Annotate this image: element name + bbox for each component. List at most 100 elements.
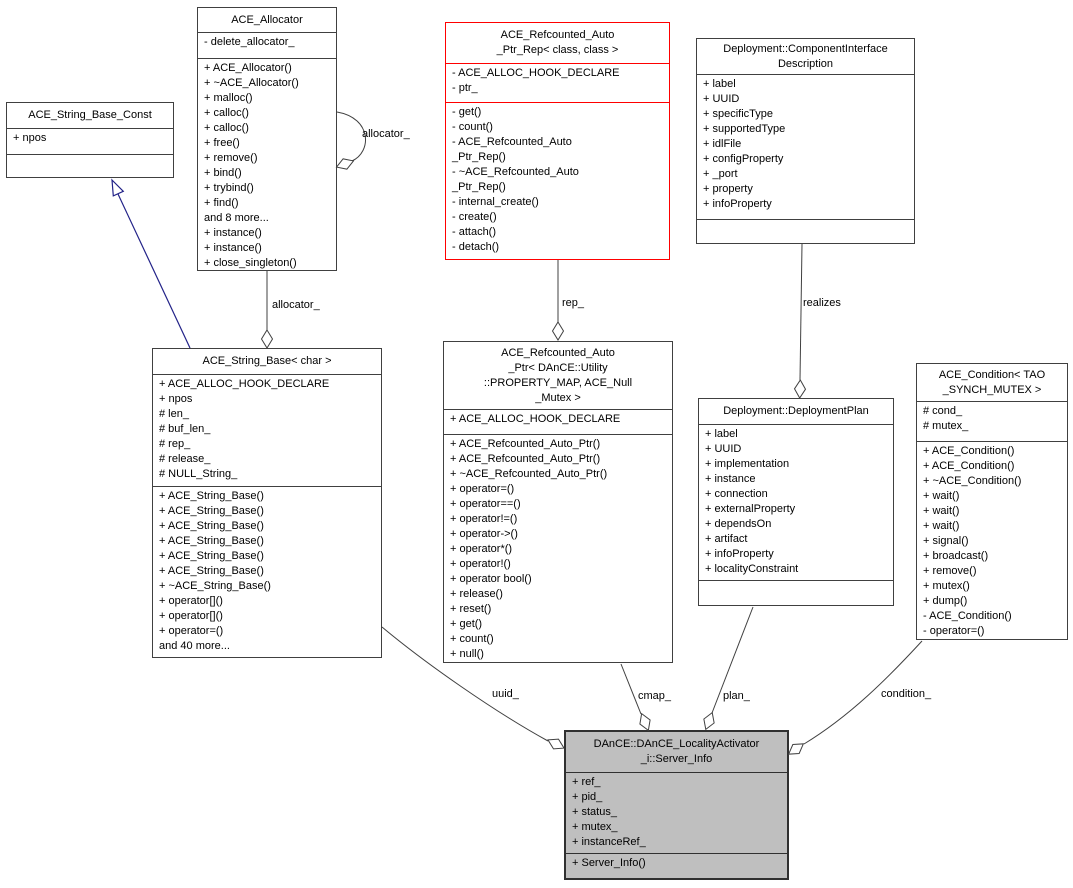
member-row: + status_: [572, 806, 617, 818]
member-row: + pid_: [572, 791, 603, 803]
member-row: + calloc(): [204, 122, 249, 134]
class-title-line: ACE_Condition< TAO: [938, 368, 1046, 381]
member-row: + signal(): [923, 535, 969, 547]
class-box-ace-string-base[interactable]: ACE_String_Base< char > + ACE_ALLOC_HOOK…: [152, 348, 382, 658]
member-row: + reset(): [450, 603, 492, 615]
member-row: + free(): [204, 137, 240, 149]
edge-label-plan: plan_: [723, 690, 750, 702]
member-row: + ACE_Allocator(): [204, 62, 292, 74]
member-row: + artifact: [705, 533, 748, 545]
class-attributes: + label+ UUID+ implementation+ instance+…: [699, 424, 893, 580]
member-row: + npos: [13, 132, 47, 144]
member-row: + instance: [705, 473, 756, 485]
class-methods: [699, 580, 893, 605]
aggregation-diamond-icon: [793, 379, 807, 399]
class-title-line: ACE_Refcounted_Auto: [500, 29, 615, 41]
member-row: + operator[](): [159, 610, 223, 622]
class-title-line: _i::Server_Info: [640, 753, 713, 765]
member-row: + ~ACE_Refcounted_Auto_Ptr(): [450, 468, 608, 480]
member-row: + mutex(): [923, 580, 970, 592]
class-box-deployment-plan[interactable]: Deployment::DeploymentPlan + label+ UUID…: [698, 398, 894, 606]
class-box-ace-string-base-const[interactable]: ACE_String_Base_Const + npos: [6, 102, 174, 178]
class-title-line: _SYNCH_MUTEX >: [942, 383, 1042, 396]
class-title-line: DAnCE::DAnCE_LocalityActivator: [593, 738, 760, 750]
member-row: + UUID: [705, 443, 742, 455]
member-row: + UUID: [703, 93, 740, 105]
member-row: + remove(): [923, 565, 977, 577]
member-row: + count(): [450, 633, 494, 645]
member-row: + broadcast(): [923, 550, 989, 562]
member-row: + dump(): [923, 595, 968, 607]
edge-realizes: [799, 243, 803, 381]
class-box-ace-condition[interactable]: ACE_Condition< TAO _SYNCH_MUTEX > # cond_…: [916, 363, 1068, 640]
member-row: + ACE_ALLOC_HOOK_DECLARE: [159, 378, 330, 390]
member-row: # mutex_: [923, 420, 969, 432]
class-title: ACE_String_Base_Const: [7, 103, 173, 128]
member-row: + ~ACE_String_Base(): [159, 580, 271, 592]
class-attributes: + label+ UUID+ specificType+ supportedTy…: [697, 74, 914, 219]
member-row: - create(): [452, 211, 497, 223]
member-row: - ACE_ALLOC_HOOK_DECLARE: [452, 67, 620, 79]
member-row: - ~ACE_Refcounted_Auto: [452, 166, 579, 178]
member-row: + remove(): [204, 152, 258, 164]
member-row: + ACE_String_Base(): [159, 535, 264, 547]
class-box-server-info[interactable]: DAnCE::DAnCE_LocalityActivator_i::Server…: [564, 730, 789, 880]
member-row: # len_: [159, 408, 189, 420]
member-row: # NULL_String_: [159, 468, 238, 480]
class-box-ace-refcounted-auto-ptr[interactable]: ACE_Refcounted_Auto_Ptr< DAnCE::Utility:…: [443, 341, 673, 663]
member-row: + operator==(): [450, 498, 521, 510]
aggregation-diamond-icon: [260, 329, 274, 349]
member-row: + close_singleton(): [204, 257, 297, 269]
member-row: + specificType: [703, 108, 774, 120]
member-row: - operator=(): [923, 625, 985, 637]
member-row: - count(): [452, 121, 493, 133]
inheritance-edge: [117, 193, 191, 349]
member-row: + get(): [450, 618, 483, 630]
class-title-line: _Ptr_Rep< class, class >: [496, 44, 619, 56]
member-row: + ACE_String_Base(): [159, 550, 264, 562]
edge-label-realizes: realizes: [803, 297, 841, 309]
member-row: + property: [703, 183, 753, 195]
inheritance-arrow-icon: [111, 178, 125, 197]
class-attributes: + ACE_ALLOC_HOOK_DECLARE+ npos# len_# bu…: [153, 374, 381, 486]
class-title: ACE_String_Base< char >: [153, 349, 381, 374]
member-row: + instance(): [204, 227, 262, 239]
member-row: + mutex_: [572, 821, 618, 833]
class-box-ace-allocator[interactable]: ACE_Allocator - delete_allocator_ + ACE_…: [197, 7, 337, 271]
member-row: - internal_create(): [452, 196, 539, 208]
member-row: + externalProperty: [705, 503, 796, 515]
member-row: + operator bool(): [450, 573, 532, 585]
aggregation-diamond-icon: [703, 711, 715, 731]
member-row: + idlFile: [703, 138, 742, 150]
class-methods: [7, 154, 173, 177]
member-row: + trybind(): [204, 182, 254, 194]
member-row: + ACE_String_Base(): [159, 490, 264, 502]
member-row: + infoProperty: [705, 548, 774, 560]
class-title-line: ACE_String_Base_Const: [28, 109, 152, 121]
member-row: + ACE_String_Base(): [159, 520, 264, 532]
member-row: + dependsOn: [705, 518, 772, 530]
member-row: + ACE_Refcounted_Auto_Ptr(): [450, 453, 601, 465]
edge-label-allocator-self: allocator_: [362, 128, 410, 140]
class-title: Deployment::DeploymentPlan: [699, 399, 893, 424]
class-attributes: + ref_+ pid_+ status_+ mutex_+ instanceR…: [566, 772, 787, 853]
class-attributes: + ACE_ALLOC_HOOK_DECLARE: [444, 409, 672, 434]
edge-label-condition: condition_: [881, 688, 932, 700]
class-methods: + ACE_Condition()+ ACE_Condition()+ ~ACE…: [917, 441, 1067, 639]
member-row: + infoProperty: [703, 198, 772, 210]
member-row: + ACE_Condition(): [923, 445, 1015, 457]
class-title: ACE_Allocator: [198, 8, 336, 32]
class-methods: + ACE_Allocator()+ ~ACE_Allocator()+ mal…: [198, 58, 336, 270]
member-row: + wait(): [923, 505, 960, 517]
member-row: # cond_: [923, 405, 963, 417]
member-row: + label: [703, 78, 736, 90]
member-row: - ACE_Condition(): [923, 610, 1012, 622]
member-row: - ACE_Refcounted_Auto: [452, 136, 572, 148]
member-row: and 40 more...: [159, 640, 230, 652]
member-row: - delete_allocator_: [204, 36, 295, 48]
edge-cmap: [620, 663, 642, 715]
class-box-ace-refcounted-auto-ptr-rep[interactable]: ACE_Refcounted_Auto _Ptr_Rep< class, clas…: [445, 22, 670, 260]
member-row: + ACE_Condition(): [923, 460, 1015, 472]
